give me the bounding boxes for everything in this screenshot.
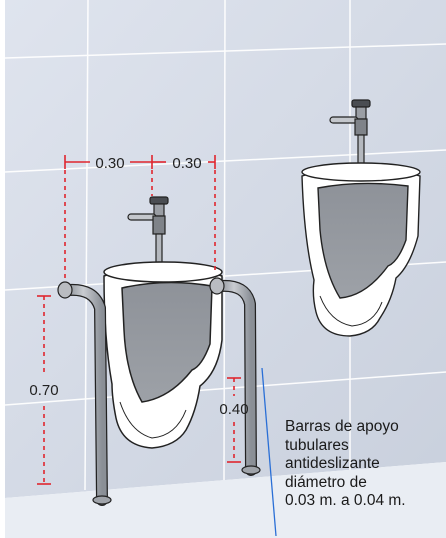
dimension-label-bar-height: 0.70 [29,382,58,399]
dimension-label-spacing-right: 0.30 [172,155,201,172]
dimension-label-spacing-left: 0.30 [95,155,124,172]
caption-line: antideslizante [285,455,380,472]
urinal-right [301,99,421,337]
caption-line: diámetro de [285,473,367,491]
flush-valve-right-icon [329,99,371,166]
grab-bar-left [57,281,112,506]
dimension-lines [37,155,241,485]
dimension-label-bar-base: 0.40 [219,401,248,418]
grab-bar-caption: Barras de apoyo tubulares antideslizante… [285,418,445,511]
caption-line: Barras de apoyo [285,418,399,435]
urinal-main [103,196,223,449]
floor [5,462,446,538]
caption-line: tubulares [285,436,349,454]
grab-bar-right [209,277,261,476]
leader-line [261,367,277,537]
caption-line: 0.03 m. a 0.04 m. [285,492,406,509]
